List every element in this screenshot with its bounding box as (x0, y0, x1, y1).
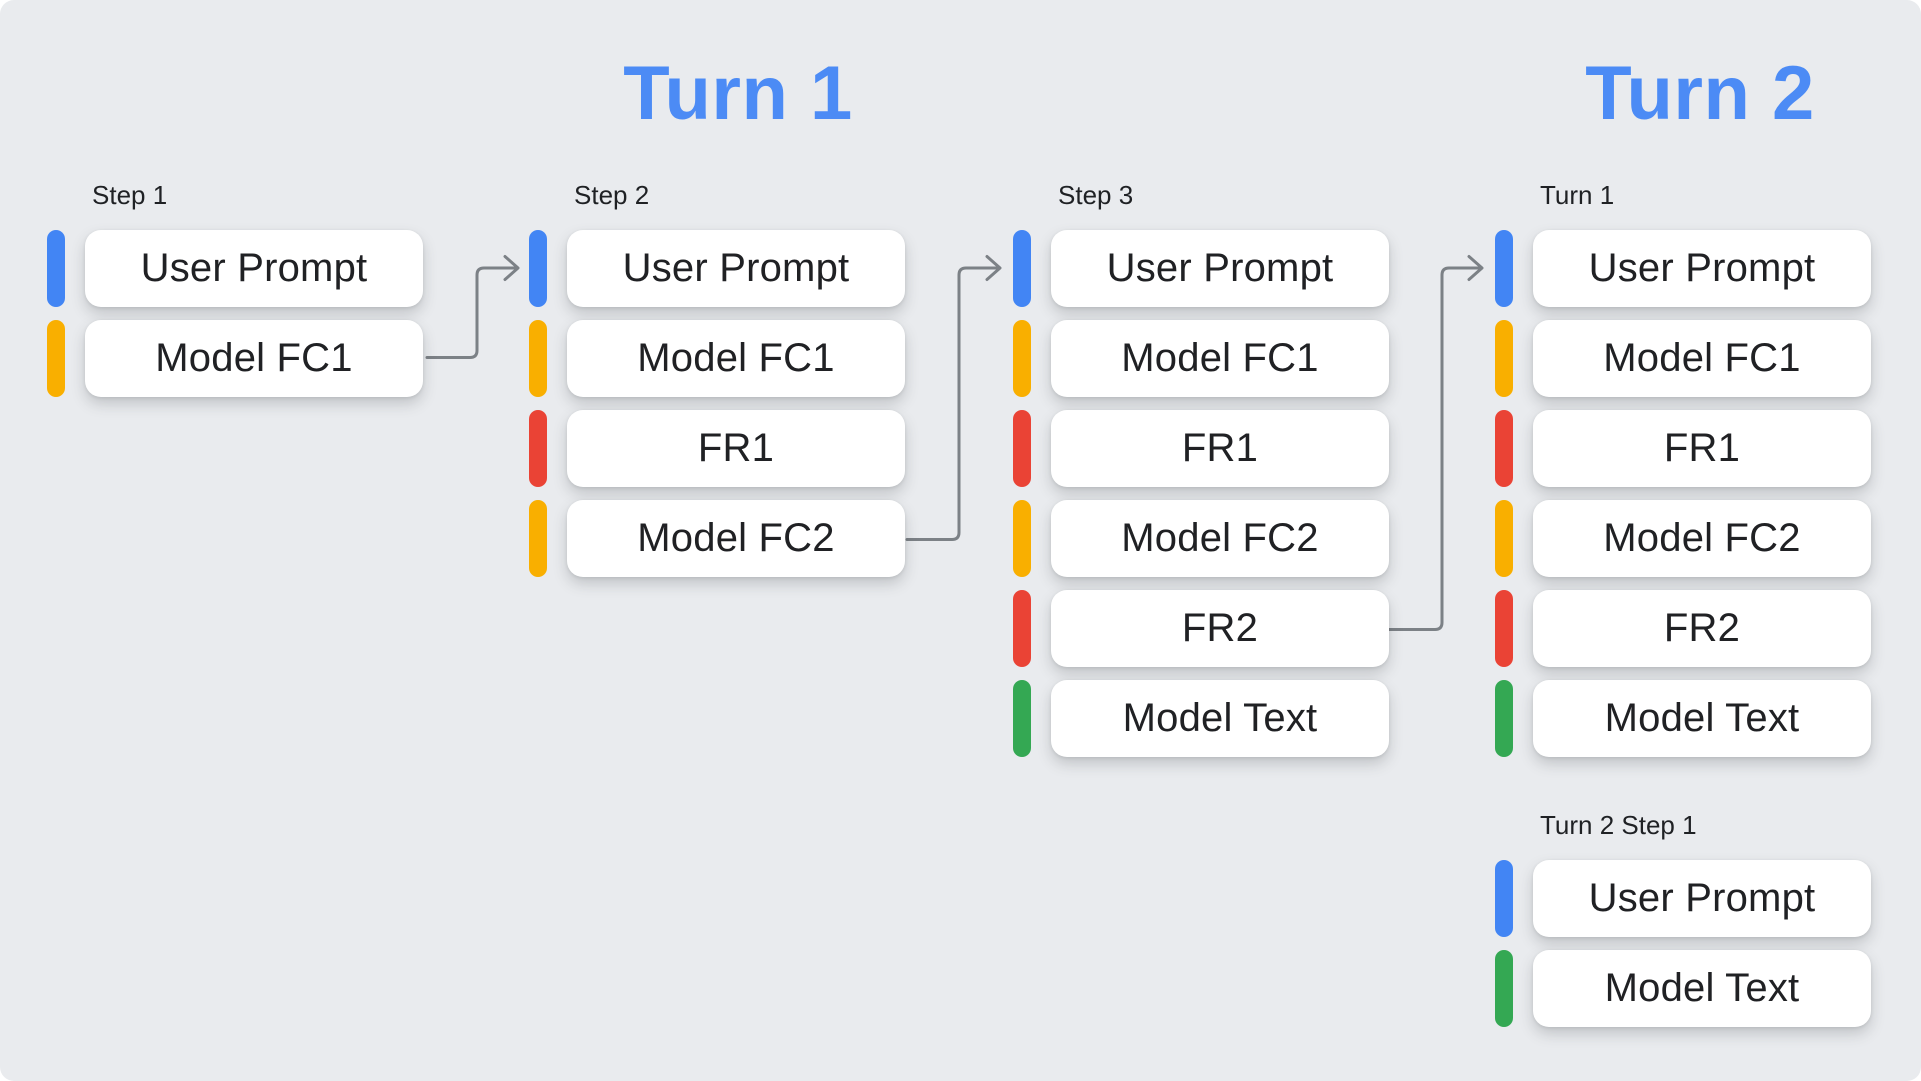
turn-1-user-prompt-box: User Prompt (1533, 230, 1871, 307)
flow-row: Model Text (1495, 950, 1871, 1027)
function-response-indicator-bar (1013, 410, 1031, 487)
step-2-model-fc1-box: Model FC1 (567, 320, 905, 397)
user-prompt-indicator-bar (1495, 230, 1513, 307)
turn-1-model-fc1-box: Model FC1 (1533, 320, 1871, 397)
column-turn-1: Turn 1 User Prompt Model FC1 FR1 Model F… (1495, 178, 1871, 770)
function-response-indicator-bar (529, 410, 547, 487)
step-3-model-fc2-box: Model FC2 (1051, 500, 1389, 577)
model-text-indicator-bar (1495, 950, 1513, 1027)
model-fc-indicator-bar (529, 500, 547, 577)
step-2-fr1-box: FR1 (567, 410, 905, 487)
flow-row: Model FC1 (47, 320, 423, 397)
function-response-indicator-bar (1495, 410, 1513, 487)
column-step-1: Step 1 User Prompt Model FC1 (47, 178, 423, 410)
step-2-user-prompt-box: User Prompt (567, 230, 905, 307)
arrow-step1-to-step2 (425, 266, 518, 359)
step-2-model-fc2-box: Model FC2 (567, 500, 905, 577)
column-label: Step 2 (574, 180, 650, 210)
flow-row: User Prompt (1495, 860, 1871, 937)
flow-row: Model Text (1495, 680, 1871, 757)
arrowhead-step1-to-step2 (503, 255, 520, 281)
user-prompt-indicator-bar (1495, 860, 1513, 937)
column-step-2: Step 2 User Prompt Model FC1 FR1 Model F… (529, 178, 905, 590)
flow-row: FR2 (1013, 590, 1389, 667)
column-label: Step 3 (1058, 180, 1134, 210)
column-label: Turn 2 Step 1 (1540, 810, 1697, 840)
model-fc-indicator-bar (1013, 500, 1031, 577)
flow-row: Model FC1 (1495, 320, 1871, 397)
turn-2-heading: Turn 2 (1585, 51, 1815, 136)
function-response-indicator-bar (1495, 590, 1513, 667)
step-1-user-prompt-box: User Prompt (85, 230, 423, 307)
turn-2-step-1-model-text-box: Model Text (1533, 950, 1871, 1027)
model-fc-indicator-bar (529, 320, 547, 397)
user-prompt-indicator-bar (1013, 230, 1031, 307)
flow-row: User Prompt (1495, 230, 1871, 307)
flow-row: Model FC2 (529, 500, 905, 577)
column-turn-2-step-1: Turn 2 Step 1 User Prompt Model Text (1495, 808, 1871, 1040)
flow-row: User Prompt (529, 230, 905, 307)
turn-1-fr1-box: FR1 (1533, 410, 1871, 487)
model-fc-indicator-bar (1495, 500, 1513, 577)
step-3-fr2-box: FR2 (1051, 590, 1389, 667)
model-fc-indicator-bar (1495, 320, 1513, 397)
model-text-indicator-bar (1013, 680, 1031, 757)
flow-row: User Prompt (1013, 230, 1389, 307)
flow-row: User Prompt (47, 230, 423, 307)
model-text-indicator-bar (1495, 680, 1513, 757)
turn-1-model-fc2-box: Model FC2 (1533, 500, 1871, 577)
arrow-step3-to-turn1 (1387, 266, 1482, 631)
user-prompt-indicator-bar (47, 230, 65, 307)
turn-1-model-text-box: Model Text (1533, 680, 1871, 757)
user-prompt-indicator-bar (529, 230, 547, 307)
step-3-model-fc1-box: Model FC1 (1051, 320, 1389, 397)
step-3-user-prompt-box: User Prompt (1051, 230, 1389, 307)
function-response-indicator-bar (1013, 590, 1031, 667)
step-3-model-text-box: Model Text (1051, 680, 1389, 757)
flow-row: Model FC2 (1495, 500, 1871, 577)
flow-row: FR2 (1495, 590, 1871, 667)
flow-row: Model Text (1013, 680, 1389, 757)
flow-row: Model FC1 (529, 320, 905, 397)
column-step-3: Step 3 User Prompt Model FC1 FR1 Model F… (1013, 178, 1389, 770)
arrow-step2-to-step3 (905, 266, 1000, 541)
arrowhead-step3-to-turn1 (1467, 255, 1484, 281)
step-1-model-fc1-box: Model FC1 (85, 320, 423, 397)
model-fc-indicator-bar (47, 320, 65, 397)
turn-2-step-1-user-prompt-box: User Prompt (1533, 860, 1871, 937)
column-label: Turn 1 (1540, 180, 1615, 210)
column-label: Step 1 (92, 180, 168, 210)
flow-row: FR1 (1013, 410, 1389, 487)
flow-row: FR1 (1495, 410, 1871, 487)
flow-row: FR1 (529, 410, 905, 487)
arrowhead-step2-to-step3 (985, 255, 1002, 281)
model-fc-indicator-bar (1013, 320, 1031, 397)
turn-1-fr2-box: FR2 (1533, 590, 1871, 667)
step-3-fr1-box: FR1 (1051, 410, 1389, 487)
flow-row: Model FC2 (1013, 500, 1389, 577)
turn-1-heading: Turn 1 (623, 51, 853, 136)
flow-row: Model FC1 (1013, 320, 1389, 397)
